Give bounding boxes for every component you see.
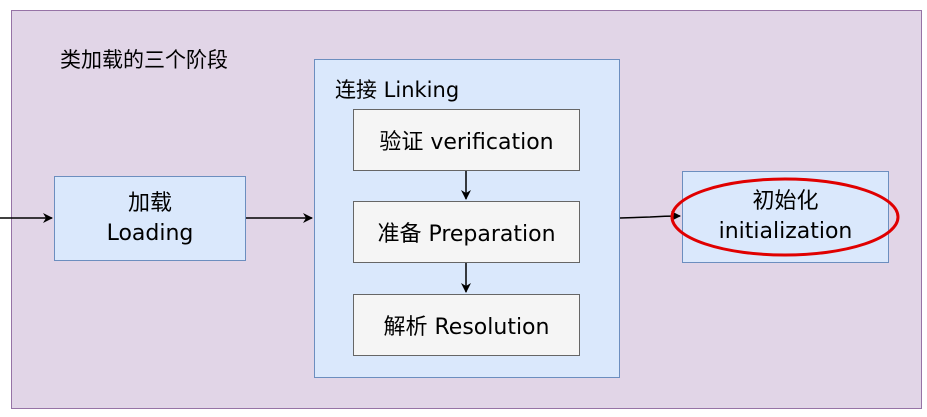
loading-label-cn: 加载 [127,190,172,216]
initialization-box: 初始化 initialization [682,171,889,263]
preparation-box: 准备 Preparation [353,201,580,263]
linking-title: 连接 Linking [335,78,460,102]
initialization-label-cn: 初始化 [752,189,819,214]
loading-label-en: Loading [106,220,194,246]
initialization-label-en: initialization [718,219,853,244]
resolution-label: 解析 Resolution [383,315,550,340]
resolution-box: 解析 Resolution [353,294,580,356]
diagram-title: 类加载的三个阶段 [60,48,228,72]
preparation-label: 准备 Preparation [377,222,556,247]
verification-label: 验证 verification [379,130,554,155]
loading-box: 加载 Loading [54,176,246,261]
verification-box: 验证 verification [353,109,580,171]
